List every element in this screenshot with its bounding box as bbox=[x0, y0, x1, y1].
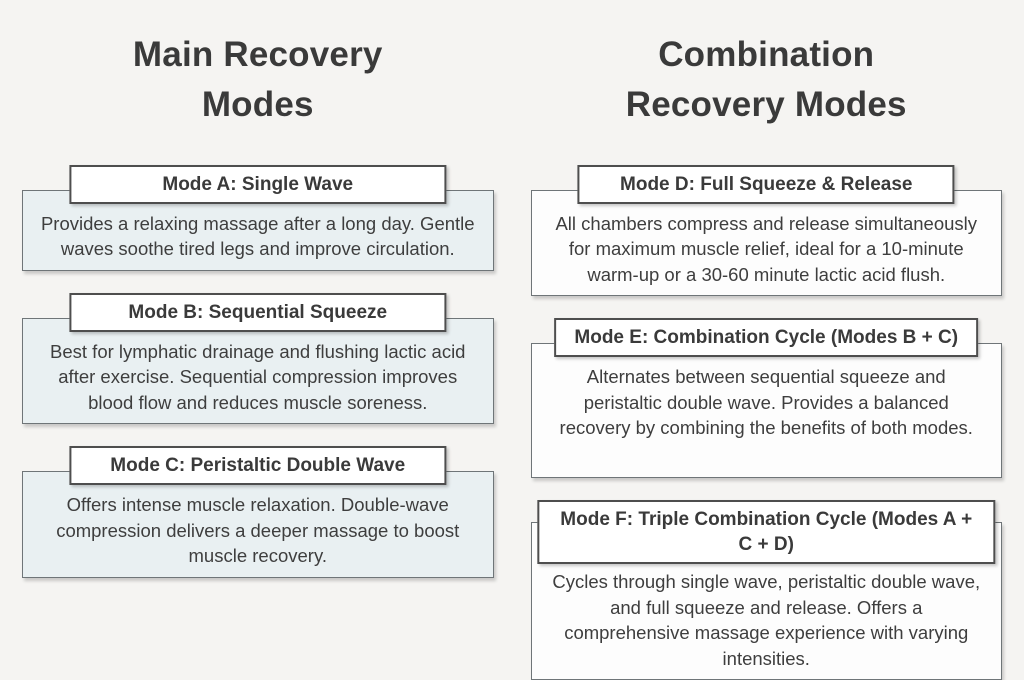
mode-e-title-box: Mode E: Combination Cycle (Modes B + C) bbox=[554, 318, 979, 358]
main-modes-card-list: Mode A: Single Wave Provides a relaxing … bbox=[22, 164, 494, 578]
combination-recovery-modes-column: Combination Recovery Modes Mode D: Full … bbox=[530, 0, 1002, 680]
main-recovery-modes-heading: Main Recovery Modes bbox=[133, 30, 383, 131]
heading-line: Combination bbox=[658, 35, 875, 74]
mode-d-body: All chambers compress and release simult… bbox=[530, 189, 1002, 297]
mode-f-title-box: Mode F: Triple Combination Cycle (Modes … bbox=[537, 500, 995, 565]
mode-b-body: Best for lymphatic drainage and flushing… bbox=[22, 317, 494, 425]
mode-d-card: Mode D: Full Squeeze & Release All chamb… bbox=[530, 164, 1002, 297]
mode-a-title-box: Mode A: Single Wave bbox=[69, 164, 447, 204]
heading-line: Main Recovery bbox=[132, 35, 383, 74]
mode-b-card: Mode B: Sequential Squeeze Best for lymp… bbox=[22, 292, 494, 425]
mode-c-body: Offers intense muscle relaxation. Double… bbox=[22, 471, 494, 578]
mode-d-description: All chambers compress and release simult… bbox=[555, 212, 978, 285]
mode-b-description: Best for lymphatic drainage and flushing… bbox=[50, 340, 466, 413]
mode-b-title-box: Mode B: Sequential Squeeze bbox=[69, 292, 447, 332]
mode-e-description: Alternates between sequential squeeze an… bbox=[559, 366, 973, 439]
combination-modes-card-list: Mode D: Full Squeeze & Release All chamb… bbox=[530, 164, 1002, 680]
heading-line: Modes bbox=[201, 85, 314, 125]
mode-e-card: Mode E: Combination Cycle (Modes B + C) … bbox=[530, 318, 1002, 479]
mode-c-title-box: Mode C: Peristaltic Double Wave bbox=[69, 446, 447, 486]
mode-a-description: Provides a relaxing massage after a long… bbox=[40, 212, 475, 260]
mode-f-card: Mode F: Triple Combination Cycle (Modes … bbox=[530, 500, 1002, 680]
combination-recovery-modes-heading: Combination Recovery Modes bbox=[626, 30, 907, 131]
mode-d-title-box: Mode D: Full Squeeze & Release bbox=[577, 164, 955, 204]
main-recovery-modes-column: Main Recovery Modes Mode A: Single Wave … bbox=[22, 0, 494, 679]
heading-line: Recovery Modes bbox=[625, 85, 907, 125]
mode-a-card: Mode A: Single Wave Provides a relaxing … bbox=[22, 164, 494, 271]
mode-e-body: Alternates between sequential squeeze an… bbox=[530, 343, 1002, 479]
mode-c-card: Mode C: Peristaltic Double Wave Offers i… bbox=[22, 446, 494, 578]
mode-c-description: Offers intense muscle relaxation. Double… bbox=[56, 494, 460, 567]
mode-f-description: Cycles through single wave, peristaltic … bbox=[552, 571, 981, 669]
